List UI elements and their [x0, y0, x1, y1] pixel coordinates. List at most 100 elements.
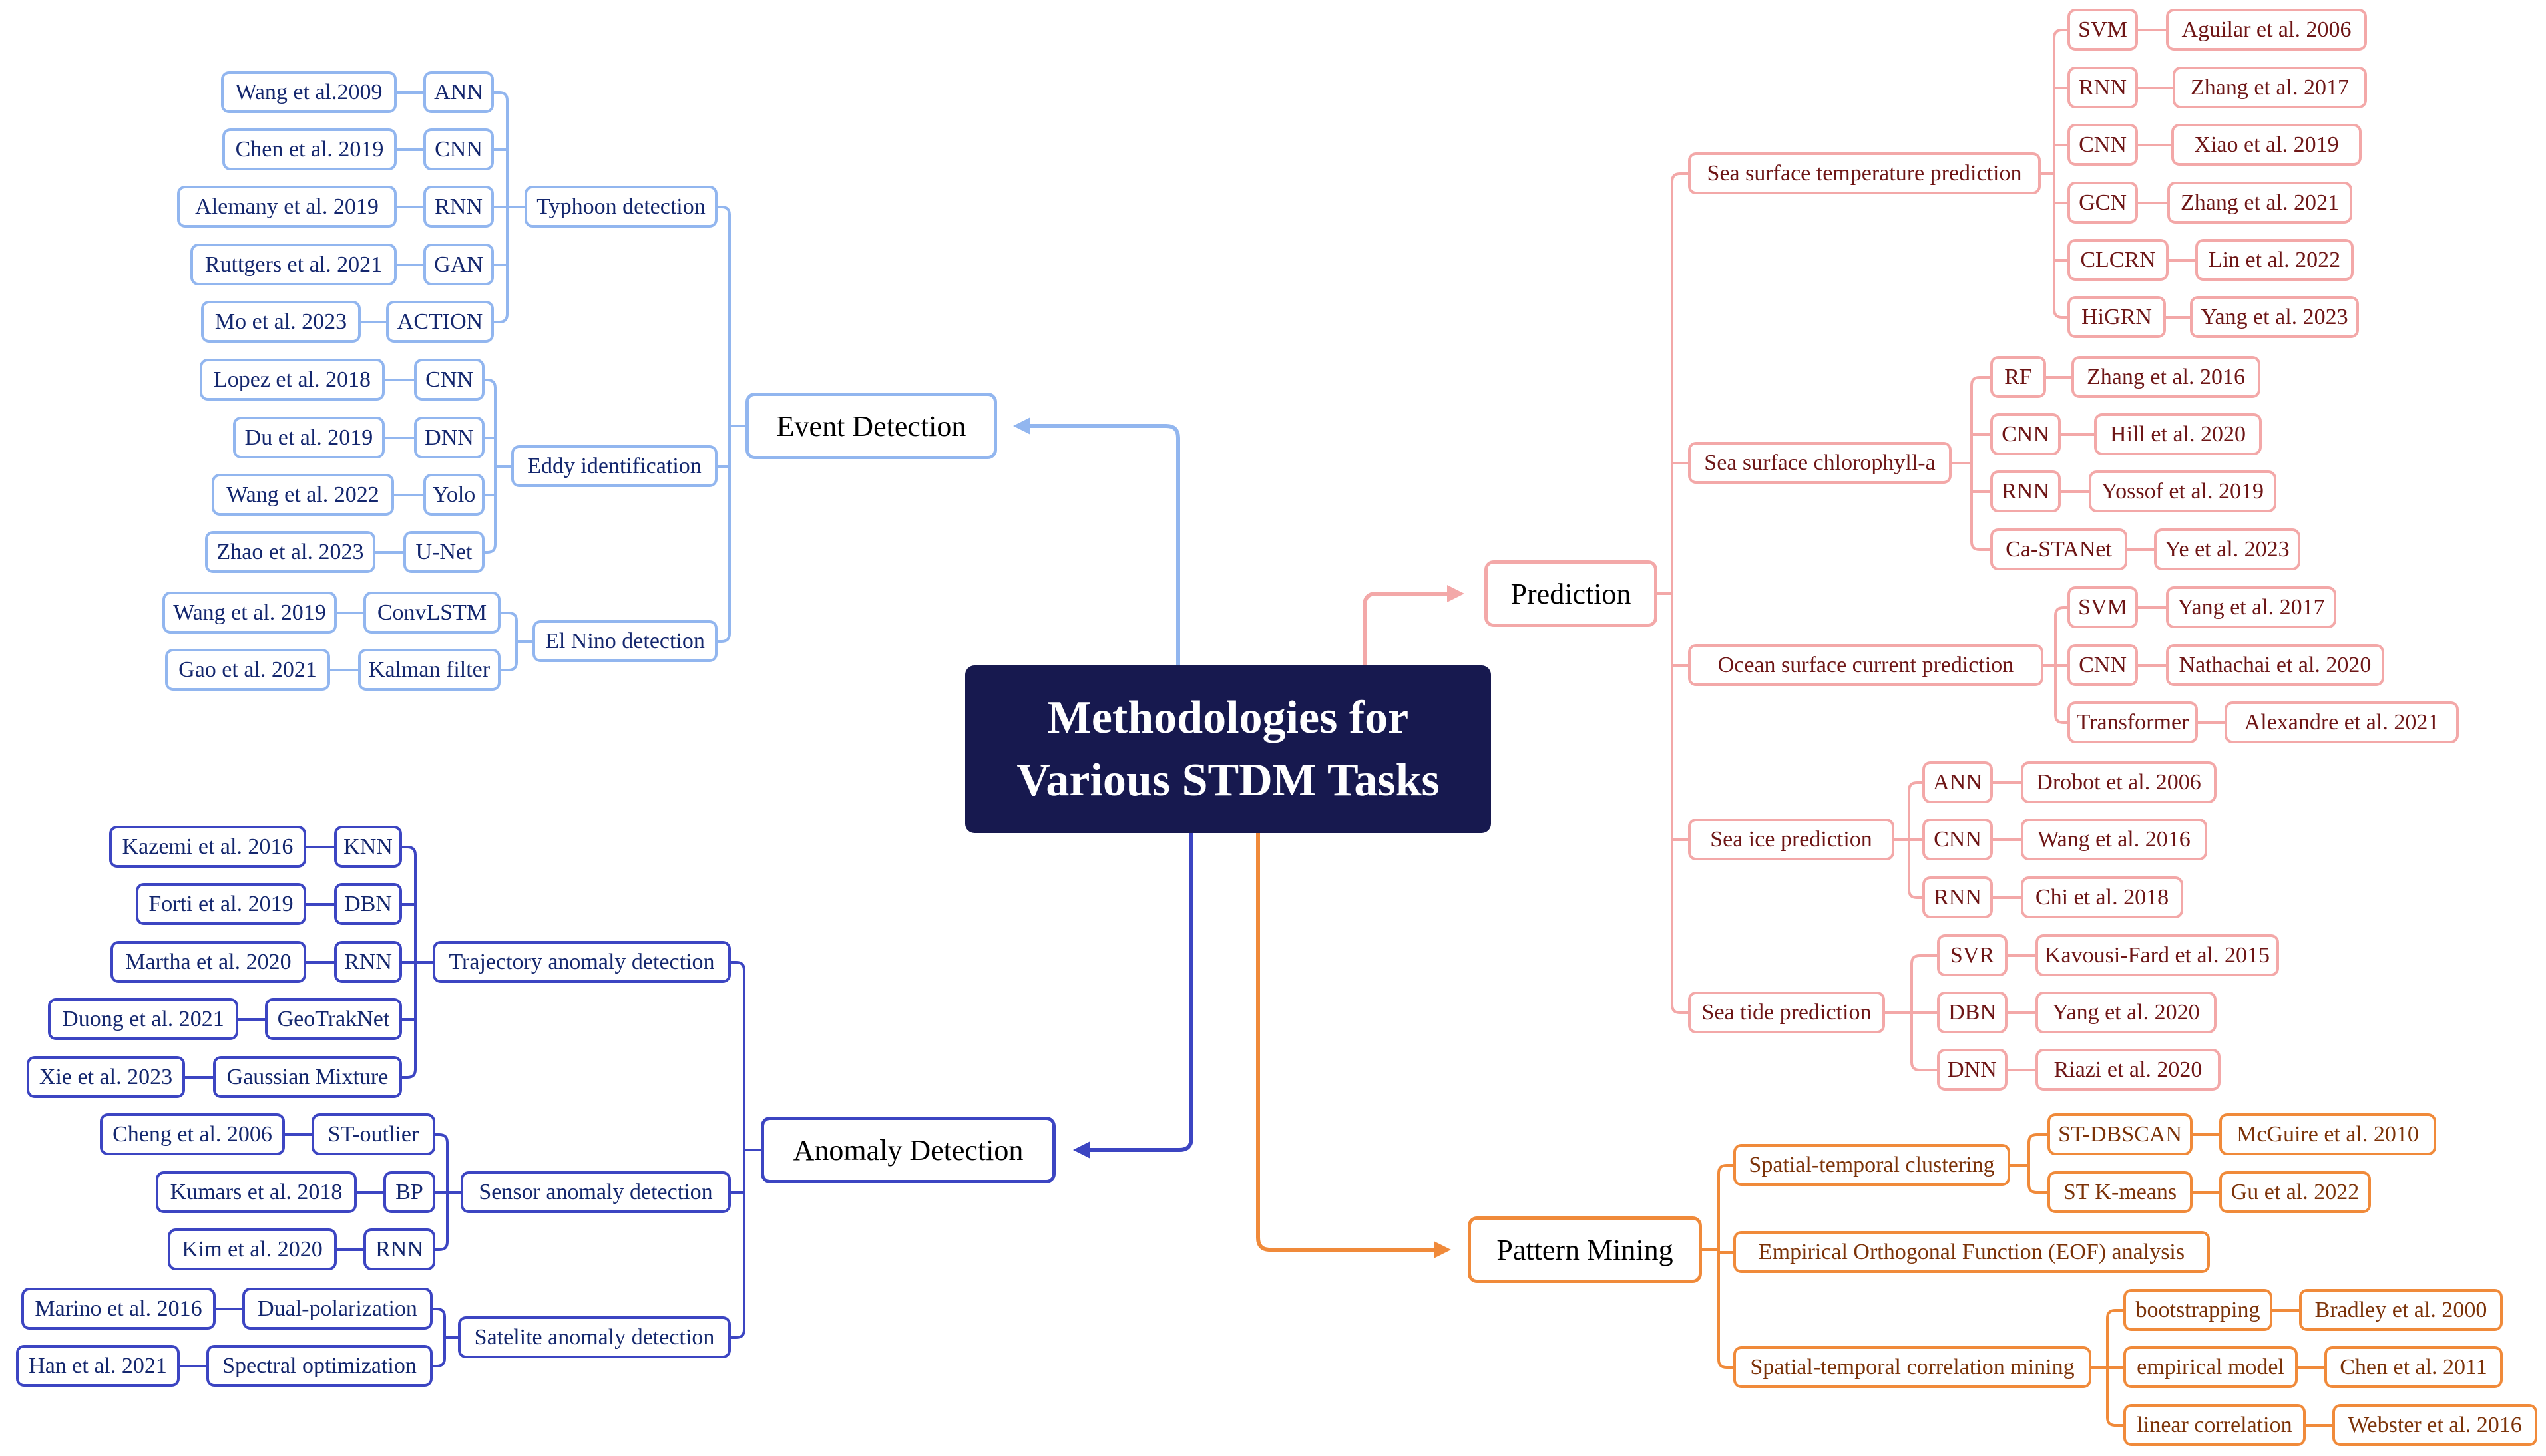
reference-node[interactable]: Ruttgers et al. 2021: [190, 244, 397, 285]
method-node[interactable]: Gaussian Mixture: [213, 1056, 402, 1098]
method-node[interactable]: ConvLSTM: [363, 592, 501, 634]
method-node[interactable]: DBN: [1937, 992, 2008, 1033]
reference-node[interactable]: Marino et al. 2016: [21, 1288, 216, 1330]
method-node[interactable]: RF: [1990, 356, 2046, 398]
reference-node[interactable]: Xiao et al. 2019: [2171, 124, 2362, 166]
reference-node[interactable]: Webster et al. 2016: [2332, 1404, 2537, 1446]
reference-node[interactable]: Zhang et al. 2017: [2173, 67, 2367, 108]
prediction-node[interactable]: Prediction: [1484, 560, 1657, 627]
reference-node[interactable]: Alexandre et al. 2021: [2225, 701, 2459, 743]
method-node[interactable]: BP: [383, 1171, 435, 1213]
method-node[interactable]: HiGRN: [2067, 296, 2166, 338]
method-node[interactable]: Transformer: [2067, 701, 2198, 743]
reference-node[interactable]: Hill et al. 2020: [2094, 413, 2262, 455]
reference-node[interactable]: Riazi et al. 2020: [2035, 1049, 2221, 1091]
method-node[interactable]: RNN: [1922, 876, 1993, 918]
reference-node[interactable]: Drobot et al. 2006: [2021, 761, 2217, 803]
root-node[interactable]: Methodologies for Various STDM Tasks: [965, 665, 1491, 833]
reference-node[interactable]: Martha et al. 2020: [110, 941, 306, 983]
method-node[interactable]: GCN: [2067, 182, 2138, 224]
sea-tide-node[interactable]: Sea tide prediction: [1688, 992, 1885, 1033]
reference-node[interactable]: Lopez et al. 2018: [200, 359, 385, 401]
method-node[interactable]: Dual-polarization: [242, 1288, 433, 1330]
method-node[interactable]: ST-outlier: [312, 1113, 435, 1155]
method-node[interactable]: DNN: [1937, 1049, 2008, 1091]
reference-node[interactable]: Zhang et al. 2016: [2071, 356, 2260, 398]
reference-node[interactable]: Yang et al. 2017: [2166, 586, 2336, 628]
st-correlation-node[interactable]: Spatial-temporal correlation mining: [1733, 1346, 2091, 1388]
method-node[interactable]: bootstrapping: [2123, 1289, 2272, 1331]
reference-node[interactable]: Cheng et al. 2006: [100, 1113, 285, 1155]
reference-node[interactable]: Ye et al. 2023: [2154, 528, 2300, 570]
reference-node[interactable]: Chen et al. 2019: [222, 128, 397, 170]
method-node[interactable]: ACTION: [386, 301, 494, 343]
method-node[interactable]: Ca-STANet: [1990, 528, 2127, 570]
anomaly-detection-node[interactable]: Anomaly Detection: [761, 1117, 1056, 1183]
reference-node[interactable]: Zhang et al. 2021: [2167, 182, 2352, 224]
trajectory-anomaly-node[interactable]: Trajectory anomaly detection: [433, 941, 731, 983]
method-node[interactable]: ANN: [423, 71, 494, 113]
method-node[interactable]: GAN: [423, 244, 494, 285]
method-node[interactable]: linear correlation: [2123, 1404, 2306, 1446]
method-node[interactable]: U-Net: [403, 531, 485, 573]
reference-node[interactable]: Wang et al. 2022: [212, 474, 394, 516]
reference-node[interactable]: Chen et al. 2011: [2324, 1346, 2503, 1388]
method-node[interactable]: RNN: [334, 941, 402, 983]
method-node[interactable]: Yolo: [423, 474, 485, 516]
reference-node[interactable]: Wang et al.2009: [221, 71, 397, 113]
method-node[interactable]: ST K-means: [2047, 1171, 2193, 1213]
reference-node[interactable]: Du et al. 2019: [233, 417, 385, 458]
method-node[interactable]: empirical model: [2123, 1346, 2298, 1388]
method-node[interactable]: SVR: [1937, 934, 2008, 976]
method-node[interactable]: CNN: [1922, 819, 1993, 860]
eof-analysis-node[interactable]: Empirical Orthogonal Function (EOF) anal…: [1733, 1231, 2210, 1273]
reference-node[interactable]: Kavousi-Fard et al. 2015: [2035, 934, 2279, 976]
eddy-identification-node[interactable]: Eddy identification: [511, 445, 718, 487]
method-node[interactable]: CNN: [2067, 124, 2138, 166]
reference-node[interactable]: Forti et al. 2019: [136, 883, 306, 925]
method-node[interactable]: SVM: [2067, 9, 2138, 51]
typhoon-detection-node[interactable]: Typhoon detection: [525, 186, 718, 228]
method-node[interactable]: CNN: [414, 359, 485, 401]
reference-node[interactable]: Wang et al. 2016: [2021, 819, 2207, 860]
sst-prediction-node[interactable]: Sea surface temperature prediction: [1688, 152, 2041, 194]
reference-node[interactable]: Chi et al. 2018: [2021, 876, 2183, 918]
st-clustering-node[interactable]: Spatial-temporal clustering: [1733, 1144, 2010, 1186]
ocean-current-node[interactable]: Ocean surface current prediction: [1688, 644, 2043, 686]
method-node[interactable]: CNN: [1990, 413, 2061, 455]
reference-node[interactable]: Wang et al. 2019: [162, 592, 337, 634]
el-nino-detection-node[interactable]: El Nino detection: [532, 620, 718, 662]
satellite-anomaly-node[interactable]: Satelite anomaly detection: [458, 1316, 731, 1358]
sensor-anomaly-node[interactable]: Sensor anomaly detection: [461, 1171, 731, 1213]
reference-node[interactable]: Yang et al. 2023: [2190, 296, 2359, 338]
reference-node[interactable]: Yossof et al. 2019: [2089, 470, 2276, 512]
reference-node[interactable]: Mo et al. 2023: [201, 301, 361, 343]
reference-node[interactable]: Xie et al. 2023: [27, 1056, 185, 1098]
method-node[interactable]: CLCRN: [2067, 239, 2169, 281]
method-node[interactable]: SVM: [2067, 586, 2138, 628]
reference-node[interactable]: Kazemi et al. 2016: [109, 826, 306, 868]
reference-node[interactable]: Lin et al. 2022: [2195, 239, 2354, 281]
method-node[interactable]: RNN: [2067, 67, 2138, 108]
pattern-mining-node[interactable]: Pattern Mining: [1468, 1216, 1702, 1283]
method-node[interactable]: Kalman filter: [358, 649, 501, 691]
event-detection-node[interactable]: Event Detection: [745, 393, 997, 459]
reference-node[interactable]: Han et al. 2021: [16, 1345, 180, 1387]
method-node[interactable]: Spectral optimization: [206, 1345, 433, 1387]
reference-node[interactable]: Kim et al. 2020: [168, 1228, 337, 1270]
reference-node[interactable]: Zhao et al. 2023: [205, 531, 375, 573]
chlorophyll-node[interactable]: Sea surface chlorophyll-a: [1688, 442, 1952, 484]
method-node[interactable]: CNN: [423, 128, 494, 170]
method-node[interactable]: RNN: [1990, 470, 2061, 512]
reference-node[interactable]: Alemany et al. 2019: [177, 186, 397, 228]
reference-node[interactable]: Gao et al. 2021: [165, 649, 330, 691]
method-node[interactable]: DNN: [414, 417, 485, 458]
method-node[interactable]: ST-DBSCAN: [2047, 1113, 2193, 1155]
method-node[interactable]: KNN: [334, 826, 402, 868]
reference-node[interactable]: Nathachai et al. 2020: [2166, 644, 2384, 686]
reference-node[interactable]: Gu et al. 2022: [2219, 1171, 2371, 1213]
method-node[interactable]: RNN: [363, 1228, 435, 1270]
method-node[interactable]: DBN: [334, 883, 402, 925]
reference-node[interactable]: Yang et al. 2020: [2035, 992, 2217, 1033]
reference-node[interactable]: Kumars et al. 2018: [156, 1171, 357, 1213]
